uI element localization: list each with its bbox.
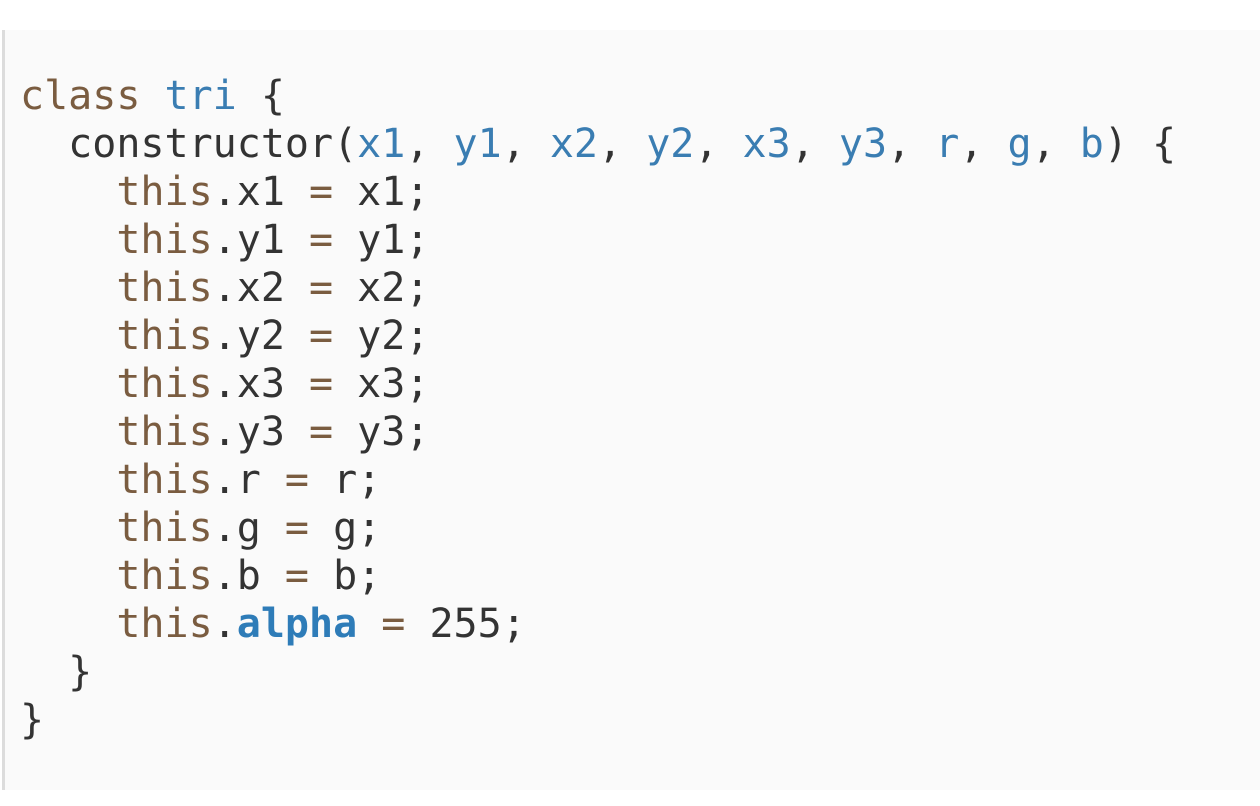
code-token-keyword: = [284,457,309,503]
code-token-plain: { [236,73,285,119]
code-token-keyword: = [308,169,334,215]
code-token-param: r [935,121,960,167]
code-token-keyword: this [116,409,213,455]
code-token-param: y1 [453,121,502,167]
code-token-plain [20,409,116,455]
code-token-plain: , [501,121,550,167]
code-token-keyword: = [308,313,334,359]
code-token-keyword: = [308,265,334,311]
code-line: } [20,648,1248,696]
code-token-plain: . [212,601,237,647]
code-token-keyword: = [308,217,334,263]
code-token-param: y2 [646,121,695,167]
code-line: this.b = b; [20,552,1248,600]
code-token-keyword: this [116,553,213,599]
code-line: } [20,696,1248,744]
code-token-keyword: = [284,553,309,599]
code-line: this.y1 = y1; [20,216,1248,264]
code-token-param: x3 [742,121,791,167]
code-token-keyword: this [116,169,213,215]
code-line: class tri { [20,72,1248,120]
code-token-keyword: this [116,265,213,311]
code-token-plain [20,217,116,263]
code-token-keyword: this [116,601,213,647]
code-token-plain: g; [309,505,382,551]
code-token-param: g [1007,121,1032,167]
code-token-plain: , [790,121,839,167]
code-token-plain: } [20,649,93,695]
code-token-plain: , [598,121,647,167]
code-token-plain: y3; [333,409,430,455]
code-token-plain: r; [309,457,382,503]
code-token-plain [20,553,116,599]
code-token-keyword: this [116,457,213,503]
code-token-keyword: this [116,361,213,407]
code-token-keyword: = [284,505,309,551]
code-token-plain: , [405,121,454,167]
code-token-plain: 255; [405,601,526,647]
code-token-plain: , [1031,121,1080,167]
code-token-keyword: class [20,73,141,119]
code-token-plain: , [694,121,743,167]
code-line: this.y3 = y3; [20,408,1248,456]
code-token-param: b [1079,121,1104,167]
code-token-plain [20,313,116,359]
code-line: constructor(x1, y1, x2, y2, x3, y3, r, g… [20,120,1248,168]
code-line: this.y2 = y2; [20,312,1248,360]
code-token-plain: .y3 [212,409,309,455]
code-token-plain [20,505,116,551]
code-token-plain: b; [309,553,382,599]
code-token-plain: constructor( [20,121,358,167]
code-token-plain [20,169,116,215]
code-token-keyword: = [381,601,406,647]
code-token-plain: } [20,697,45,743]
code-token-param: x2 [549,121,599,167]
code-line: this.r = r; [20,456,1248,504]
code-token-builtin: alpha [236,601,358,647]
code-token-plain: y2; [333,313,430,359]
code-token-plain: x1; [333,169,430,215]
code-token-plain [20,601,116,647]
code-line: this.alpha = 255; [20,600,1248,648]
code-token-plain: y1; [333,217,430,263]
code-line: this.g = g; [20,504,1248,552]
code-token-param: tri [164,73,237,119]
code-token-plain: .y2 [212,313,309,359]
code-token-keyword: = [308,409,334,455]
code-token-param: x1 [357,121,406,167]
code-line: this.x3 = x3; [20,360,1248,408]
code-token-plain: .g [212,505,285,551]
code-token-plain: .x3 [212,361,309,407]
code-token-param: y3 [838,121,888,167]
code-token-plain [357,601,381,647]
code-token-plain: ) { [1103,121,1177,167]
code-token-plain [20,457,116,503]
code-token-plain: x2; [333,265,430,311]
code-line: this.x2 = x2; [20,264,1248,312]
code-token-keyword: this [116,217,213,263]
code-token-plain: , [887,121,936,167]
code-token-keyword: = [308,361,334,407]
code-block: class tri { constructor(x1, y1, x2, y2, … [2,30,1260,790]
code-token-plain: .x2 [212,265,309,311]
code-token-plain: .y1 [212,217,309,263]
code-token-keyword: this [116,313,213,359]
code-line: this.x1 = x1; [20,168,1248,216]
code-token-plain: x3; [333,361,430,407]
code-token-plain: .b [212,553,285,599]
code-token-keyword: this [116,505,213,551]
code-token-plain [20,265,116,311]
code-token-plain: , [959,121,1008,167]
code-token-plain [20,361,116,407]
code-token-plain: .r [212,457,285,503]
code-token-plain: .x1 [212,169,309,215]
code-token-plain [140,73,164,119]
